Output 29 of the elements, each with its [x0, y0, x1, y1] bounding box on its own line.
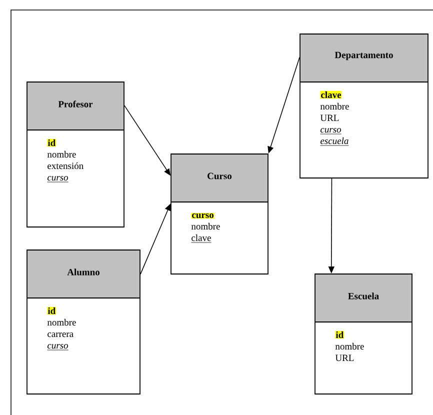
entity-name: Departamento — [334, 52, 393, 60]
entity-name: Alumno — [67, 268, 100, 276]
attribute: extensión — [48, 162, 84, 170]
key-attribute: id — [47, 306, 56, 315]
attribute: carrera — [48, 332, 74, 338]
entity-box — [26, 82, 124, 228]
entity-box — [300, 34, 428, 178]
entity-name: Escuela — [348, 292, 379, 300]
entity-name: Profesor — [58, 100, 93, 108]
foreign-key-attribute: curso — [47, 344, 68, 350]
key-attribute: id — [47, 138, 56, 147]
attribute: clave — [191, 234, 212, 243]
key-attribute: clave — [320, 90, 342, 99]
entity-box — [314, 274, 412, 394]
entity-box — [170, 154, 268, 274]
attribute: nombre — [47, 150, 76, 158]
attribute: URL — [335, 354, 354, 362]
foreign-key-attribute: escuela — [320, 137, 349, 146]
foreign-key-attribute: curso — [47, 176, 68, 182]
attribute: nombre — [320, 102, 349, 110]
entity-name: Curso — [208, 172, 232, 180]
key-attribute: curso — [191, 213, 214, 219]
attribute: nombre — [47, 318, 76, 326]
foreign-key-attribute: curso — [320, 128, 342, 134]
key-attribute: id — [335, 330, 344, 339]
attribute: URL — [320, 114, 339, 122]
attribute: nombre — [191, 222, 220, 230]
entity-box — [26, 250, 140, 394]
attribute: nombre — [335, 342, 364, 350]
